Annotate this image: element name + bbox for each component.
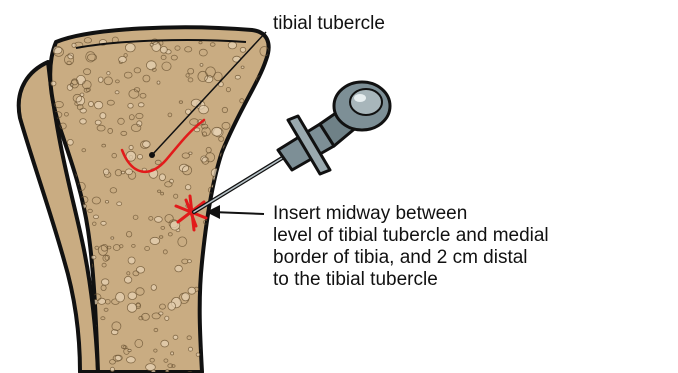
instruction-line: Insert midway between — [273, 203, 549, 225]
tibial-tubercle-label: tibial tubercle — [273, 13, 385, 35]
insertion-instructions: Insert midway between level of tibial tu… — [273, 203, 549, 291]
tubercle-point — [149, 152, 155, 158]
insertion-arrow — [206, 205, 264, 219]
instruction-line: to the tibial tubercle — [273, 269, 549, 291]
instruction-line: border of tibia, and 2 cm distal — [273, 247, 549, 269]
instruction-line: level of tibial tubercle and medial — [273, 225, 549, 247]
